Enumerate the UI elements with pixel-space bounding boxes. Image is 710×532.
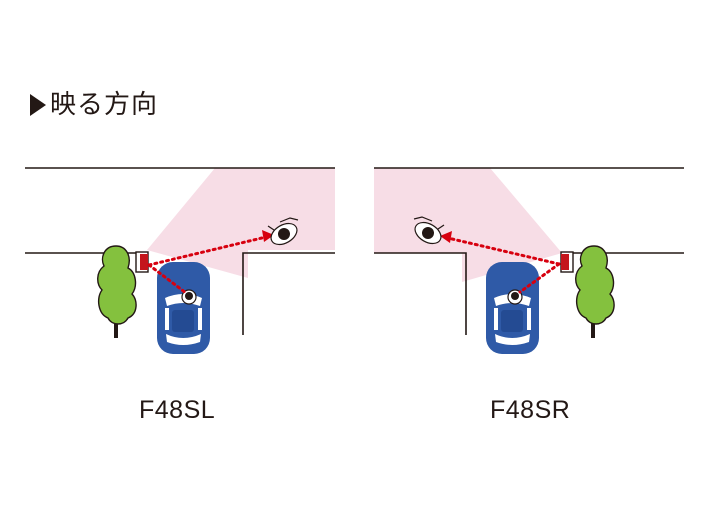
sight-lines	[446, 236, 561, 294]
pedestrian-icon	[267, 217, 299, 246]
caption-left: F48SL	[139, 396, 216, 424]
diagram-left	[25, 167, 335, 354]
car-icon	[486, 262, 539, 354]
arrow-head	[262, 230, 274, 242]
section-heading: 映る方向	[30, 92, 158, 118]
driver-icon	[181, 289, 197, 305]
triangle-right-icon	[30, 94, 46, 116]
camera-icon	[560, 251, 574, 273]
sight-lines	[147, 235, 268, 295]
tree-icon	[575, 245, 615, 338]
arrow-head	[440, 231, 452, 243]
caption-right: F48SR	[490, 396, 571, 424]
diagram-right	[374, 167, 684, 354]
driver-icon	[507, 289, 523, 305]
heading-text: 映る方向	[50, 90, 159, 120]
pedestrian-icon	[413, 216, 445, 245]
road-line-corner	[242, 252, 335, 335]
tree-icon	[97, 245, 137, 338]
camera-icon	[135, 251, 149, 273]
road-line-corner	[374, 252, 467, 335]
view-area	[147, 168, 335, 278]
view-area	[374, 168, 562, 282]
